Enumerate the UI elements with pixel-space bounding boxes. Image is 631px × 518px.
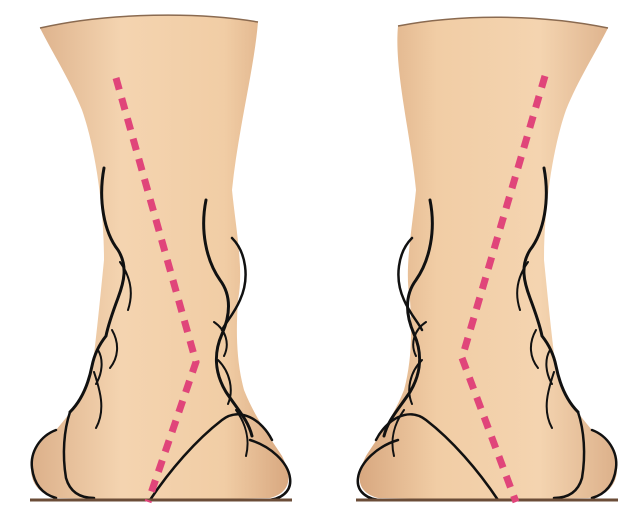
right-foot-panel [356,17,618,502]
left-foot-panel [30,15,292,502]
